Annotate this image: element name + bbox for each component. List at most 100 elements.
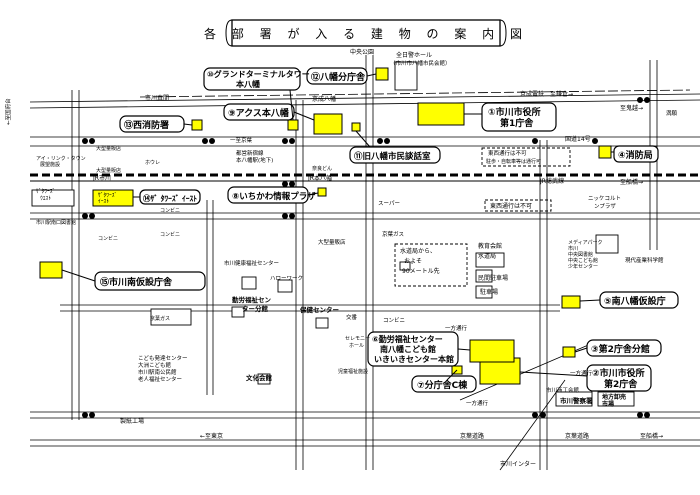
svg-text:中央図書館: 中央図書館: [568, 251, 593, 258]
svg-text:こども発達センター: こども発達センター: [138, 354, 188, 362]
svg-text:京葉ガス: 京葉ガス: [150, 315, 170, 322]
svg-text:至船橋→: 至船橋→: [620, 178, 643, 186]
svg-text:大型量販店: 大型量販店: [96, 167, 121, 174]
svg-text:京成八幡: 京成八幡: [312, 95, 336, 103]
building-6: [469, 339, 515, 363]
building-11: [351, 122, 361, 132]
svg-text:大洲こども館: 大洲こども館: [138, 361, 172, 369]
building-1: [417, 102, 465, 126]
svg-text:ｻﾞﾀﾜｰｽﾞ: ｻﾞﾀﾜｰｽﾞ: [36, 188, 55, 195]
svg-text:②市川市役所第2庁舎: ②市川市役所第2庁舎: [592, 367, 645, 390]
svg-text:一方通行: 一方通行: [445, 324, 468, 332]
svg-text:ｻﾞﾀﾜｰｽﾞ: ｻﾞﾀﾜｰｽﾞ: [98, 192, 117, 199]
svg-text:JR本八幡: JR本八幡: [307, 174, 332, 182]
svg-text:⑦分庁舎C棟: ⑦分庁舎C棟: [417, 379, 468, 391]
svg-text:市川駅南公民館: 市川駅南公民館: [138, 368, 177, 376]
building-15: [39, 261, 63, 279]
svg-text:スーパー: スーパー: [378, 200, 400, 207]
svg-text:都営新宿線: 都営新宿線: [236, 149, 264, 157]
callout-frame-11: [349, 146, 441, 164]
building-13: [191, 119, 203, 131]
svg-text:←至東京: ←至東京: [200, 432, 223, 440]
roads: [29, 55, 700, 471]
map-title: 各 部 署 が 入 る 建 物 の 案 内 図: [204, 26, 528, 41]
svg-text:ｳｴｽﾄ: ｳｴｽﾄ: [40, 195, 51, 202]
svg-text:⑭ｻﾞ ﾀﾜｰｽﾞ ｲｰｽﾄ: ⑭ｻﾞ ﾀﾜｰｽﾞ ｲｰｽﾄ: [143, 193, 197, 203]
svg-text:市川警察署: 市川警察署: [560, 396, 593, 405]
svg-text:⑩グランドターミナルタワー本八幡: ⑩グランドターミナルタワー本八幡: [207, 69, 310, 89]
svg-text:交番: 交番: [346, 313, 358, 321]
svg-text:JR市川: JR市川: [92, 174, 111, 182]
svg-text:中央こども館: 中央こども館: [568, 257, 598, 264]
svg-text:コンビニ: コンビニ: [383, 316, 405, 324]
svg-text:東西通行は不可: 東西通行は不可: [490, 202, 532, 210]
svg-text:京葉道路: 京葉道路: [565, 432, 589, 440]
svg-text:ンプラザ: ンプラザ: [594, 203, 616, 210]
callout-frame-7: [411, 375, 477, 393]
svg-text:ｲｰｽﾄ: ｲｰｽﾄ: [98, 198, 109, 205]
svg-text:⑫八幡分庁舎: ⑫八幡分庁舎: [311, 71, 366, 83]
other-buildings: [31, 61, 635, 407]
svg-text:京成電鉄: 京成電鉄: [520, 90, 544, 98]
svg-text:90メートル先: 90メートル先: [402, 267, 440, 275]
svg-text:ホール: ホール: [349, 343, 364, 349]
svg-text:水道局: 水道局: [478, 252, 496, 260]
building-8: [317, 187, 327, 197]
svg-text:教育会館: 教育会館: [478, 242, 502, 250]
svg-text:児童福祉施設: 児童福祉施設: [338, 368, 368, 375]
svg-text:一方通行: 一方通行: [466, 399, 489, 407]
svg-text:展望施設: 展望施設: [40, 161, 60, 168]
svg-text:⑧いちかわ情報プラザ: ⑧いちかわ情報プラザ: [232, 191, 316, 202]
svg-text:大型量販店: 大型量販店: [96, 145, 121, 152]
svg-text:市川健康福祉センター: 市川健康福祉センター: [224, 259, 279, 267]
svg-text:文化会館: 文化会館: [245, 373, 273, 382]
svg-text:ハローワーク: ハローワーク: [270, 275, 303, 282]
callout-frames: [94, 67, 679, 393]
svg-text:市川インター: 市川インター: [500, 460, 536, 468]
svg-text:およそ: およそ: [404, 258, 422, 265]
svg-text:③第2庁舎分館: ③第2庁舎分館: [591, 343, 650, 355]
svg-text:本八幡駅(地下): 本八幡駅(地下): [236, 156, 273, 164]
svg-text:京葉ガス: 京葉ガス: [382, 230, 404, 238]
svg-text:至船橋→: 至船橋→: [640, 432, 663, 440]
svg-text:アイ・リンク・タウン: アイ・リンク・タウン: [36, 155, 86, 162]
building-10: [287, 119, 299, 131]
svg-text:少年センター: 少年センター: [568, 263, 598, 270]
svg-text:現代産業科学館: 現代産業科学館: [625, 256, 664, 264]
svg-text:コンビニ: コンビニ: [160, 207, 180, 214]
leader-lines: [61, 73, 614, 381]
building-12: [375, 67, 389, 81]
svg-text:コンビニ: コンビニ: [160, 231, 180, 238]
svg-text:地方卸売: 地方卸売: [602, 393, 626, 401]
svg-text:民間駐車場: 民間駐車場: [478, 274, 508, 282]
svg-text:ター分館: ター分館: [242, 304, 269, 313]
svg-text:←至国府台: ←至国府台: [4, 98, 12, 125]
notice-boxes: [394, 147, 571, 287]
svg-text:市川駅南口図書館: 市川駅南口図書館: [36, 219, 76, 226]
highlighted-buildings: [39, 67, 612, 385]
svg-text:駐車場: 駐車場: [480, 288, 498, 296]
svg-text:駐歩・自転車等は通行可: 駐歩・自転車等は通行可: [486, 158, 541, 165]
svg-text:至鬼越→: 至鬼越→: [620, 104, 643, 112]
svg-text:一至京葉: 一至京葉: [230, 136, 253, 144]
svg-text:（市川市八幡市民会館）: （市川市八幡市民会館）: [390, 59, 451, 67]
svg-text:奈良どん: 奈良どん: [312, 165, 332, 172]
svg-text:全日警ホール: 全日警ホール: [396, 51, 432, 59]
traffic-signals: [82, 97, 650, 418]
svg-text:市場: 市場: [602, 400, 614, 408]
svg-text:至鎌倉→: 至鎌倉→: [550, 90, 573, 98]
svg-text:満願: 満願: [666, 110, 678, 117]
svg-text:JR総武線: JR総武線: [539, 177, 564, 185]
svg-text:⑨アクス本八幡: ⑨アクス本八幡: [228, 107, 290, 119]
svg-text:京葉道路: 京葉道路: [460, 432, 484, 440]
callout-frame-10: [203, 67, 301, 91]
callout-frame-4: [613, 145, 659, 163]
svg-text:⑮市川南仮設庁舎: ⑮市川南仮設庁舎: [100, 276, 173, 288]
svg-text:市川真間: 市川真間: [145, 94, 169, 102]
building-3: [562, 346, 576, 358]
svg-text:セレモニー: セレモニー: [345, 336, 370, 342]
svg-text:中央公園: 中央公園: [350, 48, 374, 56]
svg-text:⑤南八幡仮設庁: ⑤南八幡仮設庁: [604, 295, 666, 307]
callout-frame-2: [586, 364, 652, 392]
svg-text:国道14号: 国道14号: [565, 135, 591, 143]
